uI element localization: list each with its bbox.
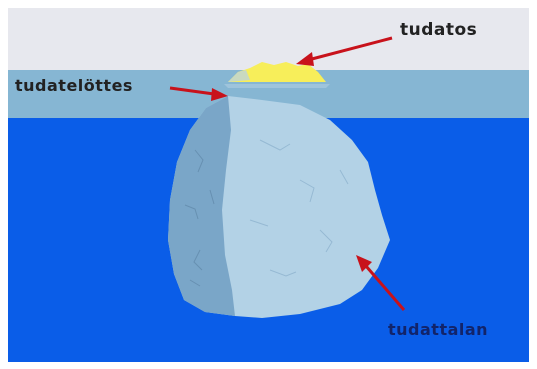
label-unconscious: tudattalan (388, 322, 488, 338)
iceberg-tip-waterline (224, 84, 330, 88)
label-conscious: tudatos (400, 22, 477, 39)
label-preconscious: tudatelöttes (15, 78, 133, 94)
